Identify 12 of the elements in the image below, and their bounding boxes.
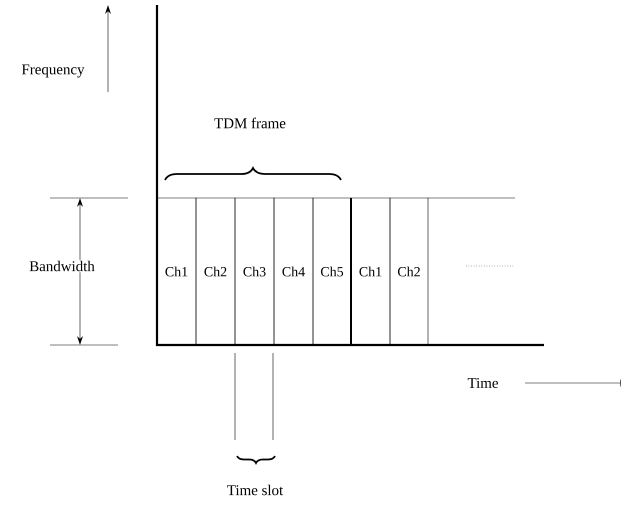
time-slot-box: Ch4: [274, 198, 314, 346]
time-slot-box: Ch2: [196, 198, 236, 346]
time-slot-box: Ch1: [156, 198, 196, 346]
brace-label: Time slot: [226, 484, 284, 496]
time-slot-box: Ch3: [234, 198, 274, 346]
time-slot-box: Ch2: [390, 198, 428, 346]
time-slot-box: Ch1: [350, 198, 390, 346]
time-slot-box: Ch5: [312, 198, 352, 346]
dimension-label: Bandwidth: [28, 260, 96, 272]
brace-label: TDM frame: [213, 116, 287, 130]
axis-label: Frequency: [20, 64, 86, 78]
axis-label: Time: [466, 377, 500, 390]
